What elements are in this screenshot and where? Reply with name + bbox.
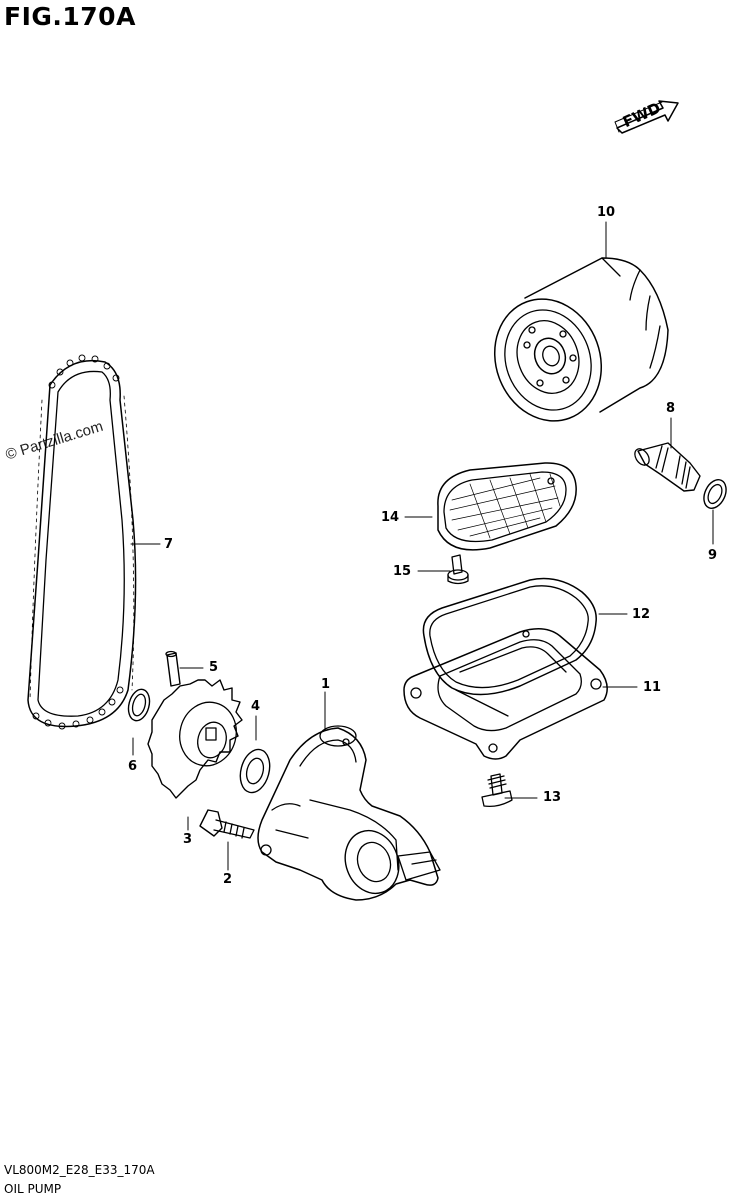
oil-filter-part-10 [493,257,669,422]
callout-6: 6 [128,759,138,774]
bolt-part-2 [199,809,255,839]
diagram-code: VL800M2_E28_E33_170A [4,1163,155,1177]
callout-8: 8 [666,401,676,416]
figure-title: FIG.170A [4,2,136,31]
callout-5: 5 [209,660,219,675]
fwd-arrow-icon [614,100,679,134]
washer-part-4 [239,748,271,794]
diagram-caption: OIL PUMP [4,1182,62,1196]
cover-part-11 [403,628,608,760]
callout-13: 13 [543,790,562,805]
callout-1: 1 [321,677,331,692]
leader-lines [130,221,714,871]
callout-14: 14 [381,510,400,525]
callout-2: 2 [223,872,233,887]
oil-strainer-part-14 [437,462,577,551]
union-bolt-part-8 [634,442,701,492]
callout-9: 9 [708,548,718,563]
callout-11: 11 [643,680,662,695]
callout-4: 4 [251,699,261,714]
pin-part-5 [165,650,181,687]
oil-pump-part-1 [257,725,441,901]
o-ring-part-9 [703,479,727,509]
callout-3: 3 [183,832,193,847]
drive-chain-part-7 [27,354,137,730]
gasket-part-12 [422,577,597,696]
callout-12: 12 [632,607,651,622]
callout-15: 15 [393,564,412,579]
circlip-part-6 [127,688,151,722]
callout-10: 10 [597,205,616,220]
callout-7: 7 [164,537,174,552]
bolt-part-13 [481,773,513,808]
screw-part-15 [447,554,469,585]
sprocket-part-3 [147,679,243,799]
